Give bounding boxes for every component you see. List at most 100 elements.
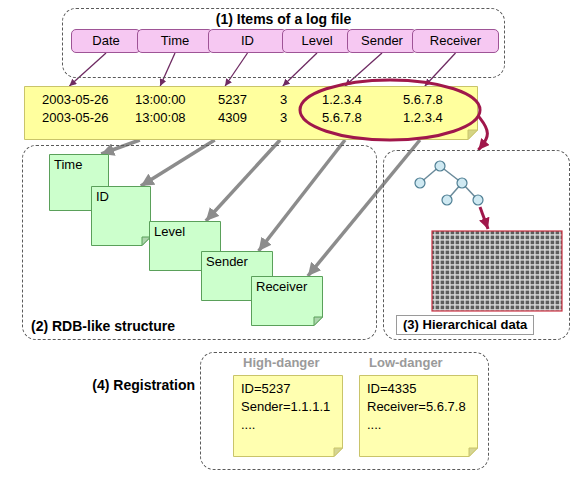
note-fold bbox=[212, 262, 221, 271]
note-fold bbox=[100, 202, 109, 211]
connector-arrow bbox=[345, 53, 382, 86]
table-card: ID bbox=[91, 186, 151, 246]
table-card: Level bbox=[149, 221, 221, 271]
region-title: (1) Items of a log file bbox=[63, 11, 504, 27]
note-body bbox=[234, 376, 343, 457]
note-fold bbox=[334, 448, 343, 457]
tree-node bbox=[415, 178, 425, 188]
note-body bbox=[202, 252, 273, 301]
log-value: 2003-05-26 bbox=[42, 110, 109, 126]
tree-node bbox=[435, 161, 445, 171]
connector-arrow bbox=[160, 53, 175, 86]
connector-arrow bbox=[425, 53, 456, 86]
note-outline bbox=[149, 221, 221, 271]
matrix-image bbox=[432, 231, 562, 311]
connector-arrow bbox=[308, 140, 420, 276]
connector-arrow bbox=[206, 140, 280, 221]
connector-arrow bbox=[141, 140, 215, 186]
field-box: Time bbox=[137, 29, 213, 53]
tree-node bbox=[442, 195, 452, 205]
note-line: Sender=1.1.1.1 bbox=[241, 399, 330, 415]
note-line: ID=4335 bbox=[367, 381, 417, 397]
connector-arrow bbox=[259, 140, 345, 251]
note-line: .... bbox=[241, 417, 255, 433]
field-name: Receiver bbox=[413, 33, 498, 49]
region-title: (2) RDB-like structure bbox=[31, 318, 175, 334]
field-box: Level bbox=[282, 29, 352, 53]
log-note: 2003-05-2613:00:00523731.2.3.45.6.7.8200… bbox=[24, 86, 478, 140]
connector-arrow bbox=[101, 140, 140, 154]
danger-heading: Low-danger bbox=[369, 355, 443, 371]
connector-arrow bbox=[478, 116, 487, 150]
note-line: Receiver=5.6.7.8 bbox=[367, 399, 466, 415]
field-name: ID bbox=[209, 33, 286, 49]
field-box: Receiver bbox=[412, 29, 499, 53]
table-name: Receiver bbox=[256, 279, 307, 295]
region-title: (4) Registration bbox=[92, 377, 195, 393]
field-box: ID bbox=[208, 29, 287, 53]
region-title: (3) Hierarchical data bbox=[396, 315, 534, 335]
log-value: 13:00:00 bbox=[135, 92, 186, 108]
note-card: High-dangerID=5237Sender=1.1.1.1.... bbox=[233, 375, 343, 457]
region-panel: TimeID LevelSenderReceiver (2) RDB-like st… bbox=[22, 145, 377, 340]
note-fold bbox=[468, 130, 478, 140]
tree-figure bbox=[415, 161, 483, 205]
note-body bbox=[150, 222, 221, 271]
log-value: 13:00:08 bbox=[135, 110, 186, 126]
note-outline bbox=[24, 86, 478, 140]
connector-arrow bbox=[225, 53, 247, 86]
note-fold bbox=[469, 448, 478, 457]
table-name: Time bbox=[54, 157, 82, 173]
region-panel: DateTimeIDLevelSenderReceiver (1) Items o… bbox=[62, 8, 505, 78]
note-outline bbox=[91, 186, 151, 246]
field-box: Sender bbox=[347, 29, 417, 53]
log-value: 1.2.3.4 bbox=[403, 110, 443, 126]
tree-branch bbox=[462, 183, 478, 200]
log-value: 3 bbox=[280, 92, 287, 108]
log-value: 1.2.3.4 bbox=[322, 92, 362, 108]
note-body bbox=[92, 187, 151, 246]
note-line: .... bbox=[367, 417, 381, 433]
table-card: Time bbox=[49, 154, 109, 211]
region-panel: High-dangerID=5237Sender=1.1.1.1.... Low-… bbox=[200, 352, 489, 470]
note-outline bbox=[233, 375, 343, 457]
tree-branch bbox=[440, 166, 462, 183]
selection-ellipse bbox=[300, 80, 480, 140]
tree-branch bbox=[420, 166, 440, 183]
note-card: Low-dangerID=4335Receiver=5.6.7.8.... bbox=[359, 375, 478, 457]
tree-node bbox=[457, 178, 467, 188]
log-value: 5.6.7.8 bbox=[403, 92, 443, 108]
note-outline bbox=[201, 251, 273, 301]
connector-arrow bbox=[283, 53, 317, 86]
table-card: Sender bbox=[201, 251, 273, 301]
connector-arrow bbox=[69, 53, 106, 86]
table-card: Receiver bbox=[251, 276, 323, 326]
note-outline bbox=[49, 154, 109, 211]
danger-heading: High-danger bbox=[243, 355, 320, 371]
note-body bbox=[50, 155, 109, 211]
field-name: Date bbox=[72, 33, 140, 49]
note-outline bbox=[251, 276, 323, 326]
tree-to-matrix-arrow bbox=[480, 207, 488, 229]
note-fold bbox=[264, 292, 273, 301]
note-body bbox=[360, 376, 478, 457]
note-fold bbox=[314, 317, 323, 326]
field-name: Time bbox=[138, 33, 212, 49]
table-name: ID bbox=[96, 189, 109, 205]
region-panel: (3) Hierarchical data bbox=[383, 150, 570, 340]
log-value: 5.6.7.8 bbox=[322, 110, 362, 126]
tree-node bbox=[473, 195, 483, 205]
table-name: Sender bbox=[206, 254, 248, 270]
note-body bbox=[25, 87, 478, 140]
note-body bbox=[252, 277, 323, 326]
field-name: Level bbox=[283, 33, 351, 49]
tree-branch bbox=[447, 183, 462, 200]
note-outline bbox=[359, 375, 478, 457]
log-value: 4309 bbox=[218, 110, 247, 126]
field-name: Sender bbox=[348, 33, 416, 49]
